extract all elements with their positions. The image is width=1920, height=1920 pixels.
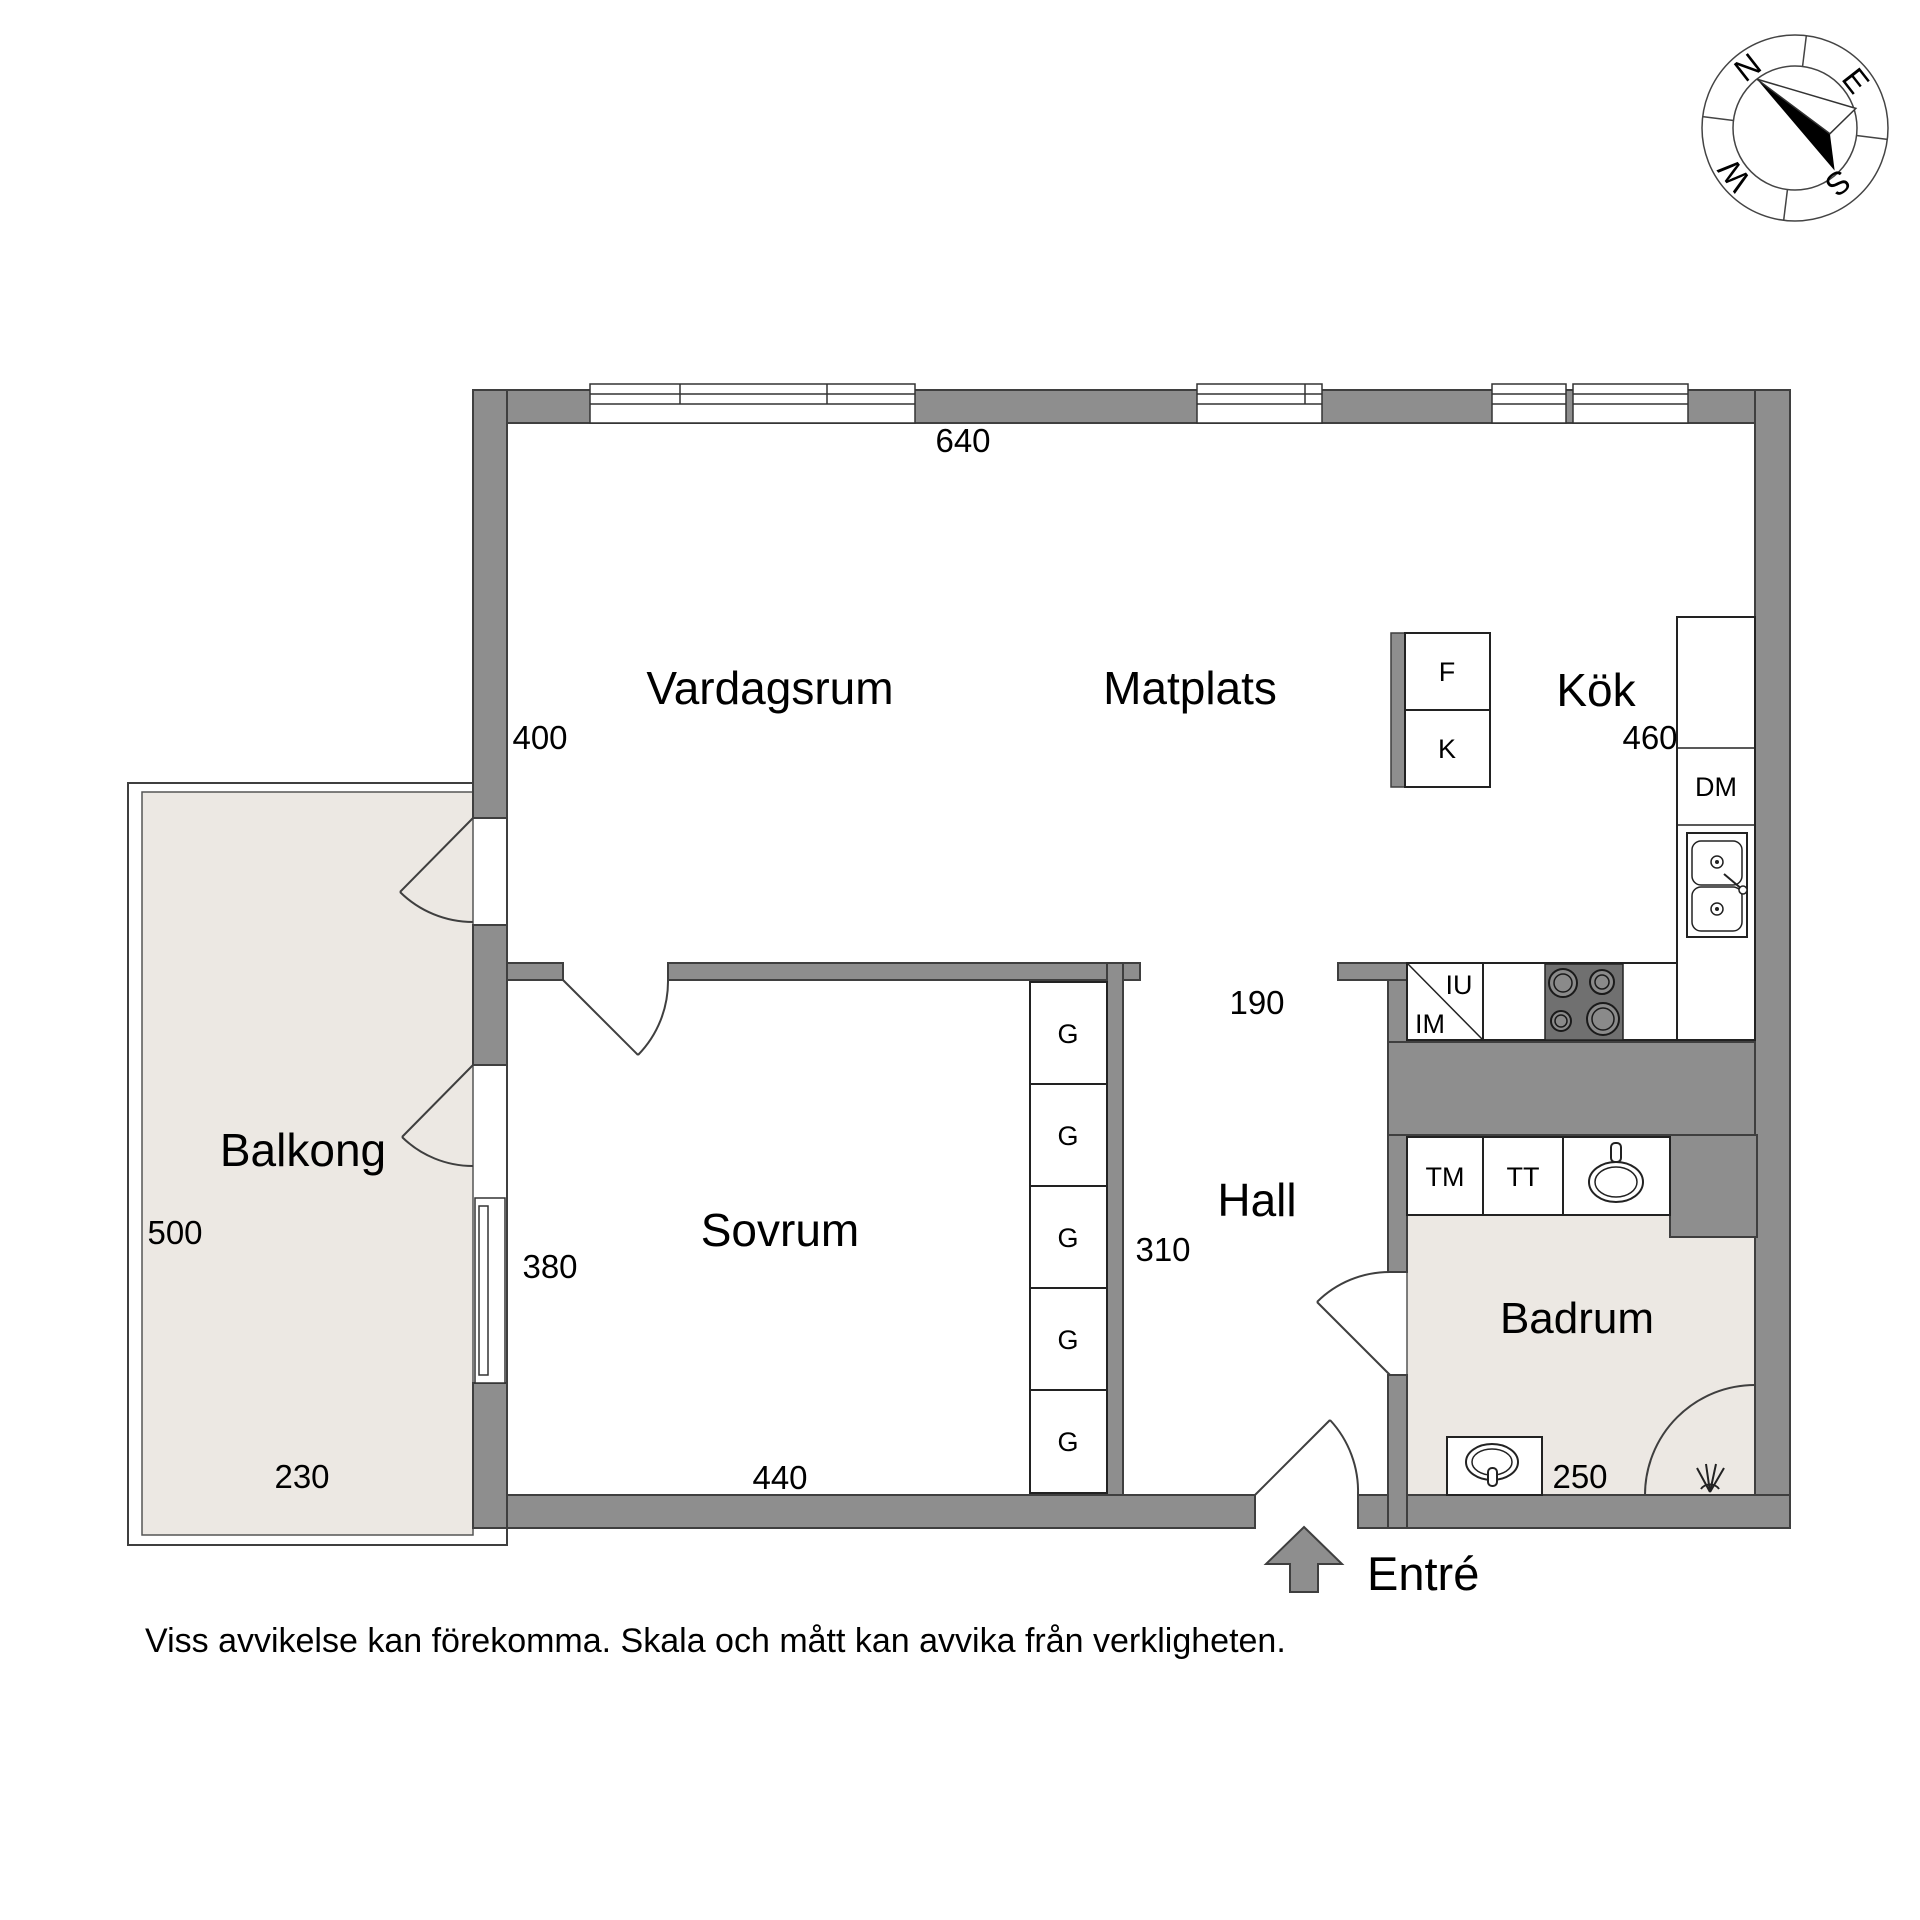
- wardrobe-label: G: [1057, 1427, 1078, 1457]
- compass-icon: N E S W: [1701, 34, 1889, 222]
- dim-640: 640: [935, 422, 990, 459]
- balcony-outline: [127, 782, 508, 1546]
- freezer-box: [1404, 709, 1491, 788]
- door-bathroom: [1316, 1270, 1391, 1376]
- hall-label: Hall: [1217, 1174, 1296, 1226]
- entrance-arrow-icon: [1263, 1525, 1345, 1593]
- wall-left-lower: [472, 1382, 508, 1529]
- entrance-label: Entré: [1367, 1547, 1479, 1600]
- door-balcony-bedroom: [401, 1064, 474, 1168]
- toilet: [1562, 1136, 1671, 1216]
- dishwasher-label: DM: [1695, 772, 1737, 802]
- fridge-freezer-side: [1390, 632, 1406, 788]
- wall-right: [1754, 389, 1791, 1529]
- disclaimer-text: Viss avvikelse kan förekomma. Skala och …: [145, 1622, 1286, 1660]
- bathroom-fixtures: [1406, 1136, 1756, 1496]
- wardrobe-label: G: [1057, 1121, 1078, 1151]
- wardrobe-label: G: [1057, 1019, 1078, 1049]
- dim-250: 250: [1552, 1458, 1607, 1495]
- dim-400: 400: [512, 719, 567, 756]
- wardrobe-column: [1029, 981, 1108, 1494]
- wall-kitchen-stub: [1337, 962, 1408, 981]
- freezer-label: K: [1438, 734, 1456, 764]
- wall-bedroom-stub: [506, 962, 564, 981]
- stove: [1544, 963, 1624, 1041]
- dim-440: 440: [752, 1459, 807, 1496]
- doors: [399, 817, 1391, 1496]
- wall-bottom-right: [1357, 1494, 1791, 1529]
- wardrobe-box: [1029, 1287, 1108, 1391]
- iu-im-cabinet: [1406, 962, 1484, 1041]
- wall-hall-bath-lower: [1387, 1374, 1408, 1529]
- balcony: [127, 782, 508, 1546]
- wall-bedroom-hall: [1106, 962, 1124, 1496]
- dryer-label: TT: [1507, 1162, 1540, 1192]
- dryer-box: [1482, 1136, 1564, 1216]
- dining-label: Matplats: [1103, 662, 1277, 714]
- wall-bedroom-top: [667, 962, 1141, 981]
- wardrobe-box: [1029, 1083, 1108, 1187]
- balcony-floor: [141, 791, 474, 1536]
- labels: 640 Vardagsrum 400 Matplats Kök 460 F K …: [145, 422, 1737, 1660]
- wardrobe-box: [1029, 1185, 1108, 1289]
- kitchen-fixtures: [1390, 616, 1756, 1041]
- dim-230: 230: [274, 1458, 329, 1495]
- wardrobe-label: G: [1057, 1325, 1078, 1355]
- kitchen-label: Kök: [1556, 664, 1636, 716]
- washbasin: [1446, 1436, 1543, 1496]
- iu-label: IU: [1446, 970, 1473, 1000]
- windows: [474, 383, 1689, 1384]
- im-label: IM: [1415, 1009, 1445, 1039]
- dim-380: 380: [522, 1248, 577, 1285]
- kitchen-sink: [1686, 832, 1748, 938]
- window-bedroom: [474, 1197, 506, 1384]
- bedroom-label: Sovrum: [701, 1204, 859, 1256]
- window-top-1: [589, 383, 916, 424]
- wall-bath-block: [1669, 1134, 1758, 1238]
- balcony-label: Balkong: [220, 1124, 386, 1176]
- kitchen-counter-right: [1676, 616, 1756, 1041]
- wall-kitchen-bath: [1387, 1041, 1756, 1136]
- door-balcony-living: [399, 817, 474, 923]
- dim-500: 500: [147, 1214, 202, 1251]
- window-top-4: [1572, 383, 1689, 424]
- dim-460: 460: [1622, 719, 1677, 756]
- dim-190: 190: [1229, 984, 1284, 1021]
- wardrobe-label: G: [1057, 1223, 1078, 1253]
- window-top-2: [1196, 383, 1323, 424]
- washing-machine-label: TM: [1426, 1162, 1465, 1192]
- dim-310: 310: [1135, 1231, 1190, 1268]
- wall-left-mid: [472, 924, 508, 1066]
- washing-machine-box: [1406, 1136, 1484, 1216]
- wall-bottom-left: [472, 1494, 1256, 1529]
- living-room-label: Vardagsrum: [646, 662, 893, 714]
- window-top-3: [1491, 383, 1567, 424]
- door-bedroom: [562, 979, 670, 1056]
- wardrobe-box: [1029, 1389, 1108, 1494]
- bathroom-label: Badrum: [1500, 1294, 1654, 1343]
- door-entrance: [1254, 1419, 1360, 1496]
- wall-left-living: [472, 389, 508, 819]
- fridge-label: F: [1439, 657, 1456, 687]
- shower: [1644, 1384, 1756, 1496]
